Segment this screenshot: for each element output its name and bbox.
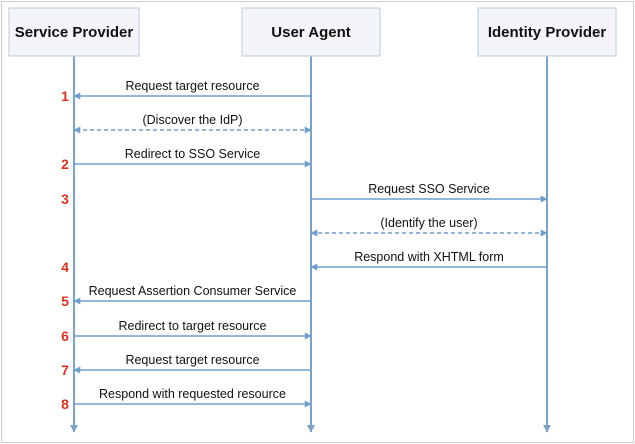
message-10: Respond with requested resource 8 bbox=[61, 387, 312, 412]
step-number: 8 bbox=[61, 396, 69, 412]
message-4: Request SSO Service 3 bbox=[61, 182, 548, 207]
actor-label-ua: User Agent bbox=[271, 24, 350, 41]
message-label: Request target resource bbox=[125, 79, 259, 93]
step-number: 6 bbox=[61, 328, 69, 344]
step-number: 1 bbox=[61, 88, 69, 104]
step-number: 7 bbox=[61, 362, 69, 378]
message-label: (Identify the user) bbox=[380, 216, 477, 230]
message-label: Respond with XHTML form bbox=[354, 250, 504, 264]
step-number: 5 bbox=[61, 293, 69, 309]
message-label: Request target resource bbox=[125, 353, 259, 367]
message-6: Respond with XHTML form 4 bbox=[61, 250, 547, 275]
step-number: 4 bbox=[61, 259, 69, 275]
message-label: (Discover the IdP) bbox=[142, 113, 242, 127]
message-3: Redirect to SSO Service 2 bbox=[61, 147, 312, 172]
message-label: Request SSO Service bbox=[368, 182, 490, 196]
actor-label-sp: Service Provider bbox=[15, 24, 134, 41]
actor-box-sp bbox=[8, 7, 140, 57]
message-8: Redirect to target resource 6 bbox=[61, 319, 312, 344]
actor-idp: Identity Provider bbox=[477, 7, 617, 57]
actor-sp: Service Provider bbox=[8, 7, 140, 57]
message-label: Request Assertion Consumer Service bbox=[89, 284, 297, 298]
message-2: (Discover the IdP) bbox=[73, 113, 312, 134]
message-label: Redirect to target resource bbox=[119, 319, 267, 333]
actor-label-idp: Identity Provider bbox=[488, 24, 607, 41]
step-number: 3 bbox=[61, 191, 69, 207]
actor-box-ua bbox=[241, 7, 381, 57]
message-1: Request target resource 1 bbox=[61, 79, 311, 104]
message-label: Redirect to SSO Service bbox=[125, 147, 261, 161]
message-5: (Identify the user) bbox=[310, 216, 548, 237]
actor-box-idp bbox=[477, 7, 617, 57]
actor-ua: User Agent bbox=[241, 7, 381, 57]
step-number: 2 bbox=[61, 156, 69, 172]
message-7: Request Assertion Consumer Service 5 bbox=[61, 284, 311, 309]
message-9: Request target resource 7 bbox=[61, 353, 311, 378]
message-label: Respond with requested resource bbox=[99, 387, 286, 401]
